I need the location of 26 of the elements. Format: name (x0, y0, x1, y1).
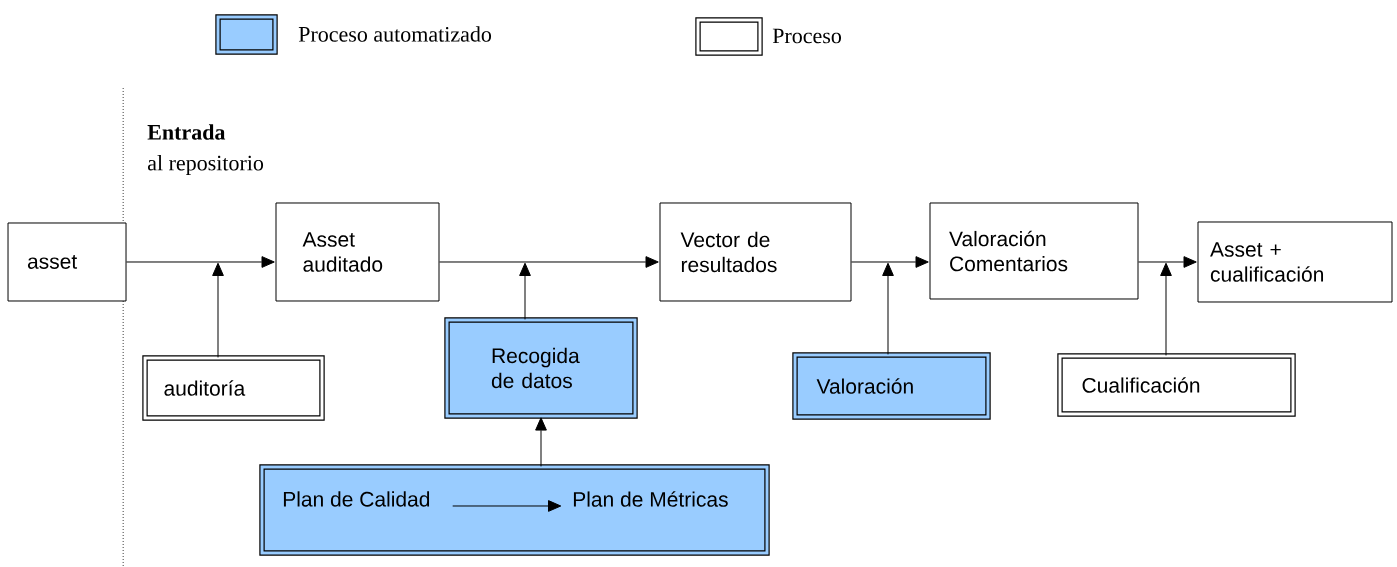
result-box: Asset auditado (275, 202, 440, 302)
arrow (452, 500, 562, 512)
result-box: Valoración Comentarios (929, 202, 1139, 300)
process-box: Recogida de datos (444, 317, 638, 419)
arrow (1160, 262, 1172, 356)
box-text: Plan de Métricas (573, 491, 728, 507)
arrow (882, 262, 894, 355)
arrow (535, 417, 547, 467)
note-text: Entrada (147, 124, 226, 140)
arrow (1138, 256, 1197, 268)
arrow (126, 256, 275, 268)
result-box: asset (7, 222, 127, 302)
note-text: al repositorio (148, 155, 264, 175)
arrow (212, 262, 224, 358)
legend-text: Proceso (772, 28, 841, 44)
legend-text: Proceso automatizado (298, 26, 492, 42)
arrow (439, 256, 659, 268)
process-box: auditoría (142, 355, 325, 421)
result-box: Asset + cualificación (1197, 221, 1393, 303)
box-text: Plan de Calidad (283, 491, 430, 507)
process-box: Cualificación (1057, 353, 1296, 417)
arrow (519, 262, 531, 320)
arrow (851, 256, 929, 268)
process-box: Valoración (792, 352, 991, 420)
result-box: Vector de resultados (659, 202, 852, 302)
process-box (259, 464, 770, 556)
